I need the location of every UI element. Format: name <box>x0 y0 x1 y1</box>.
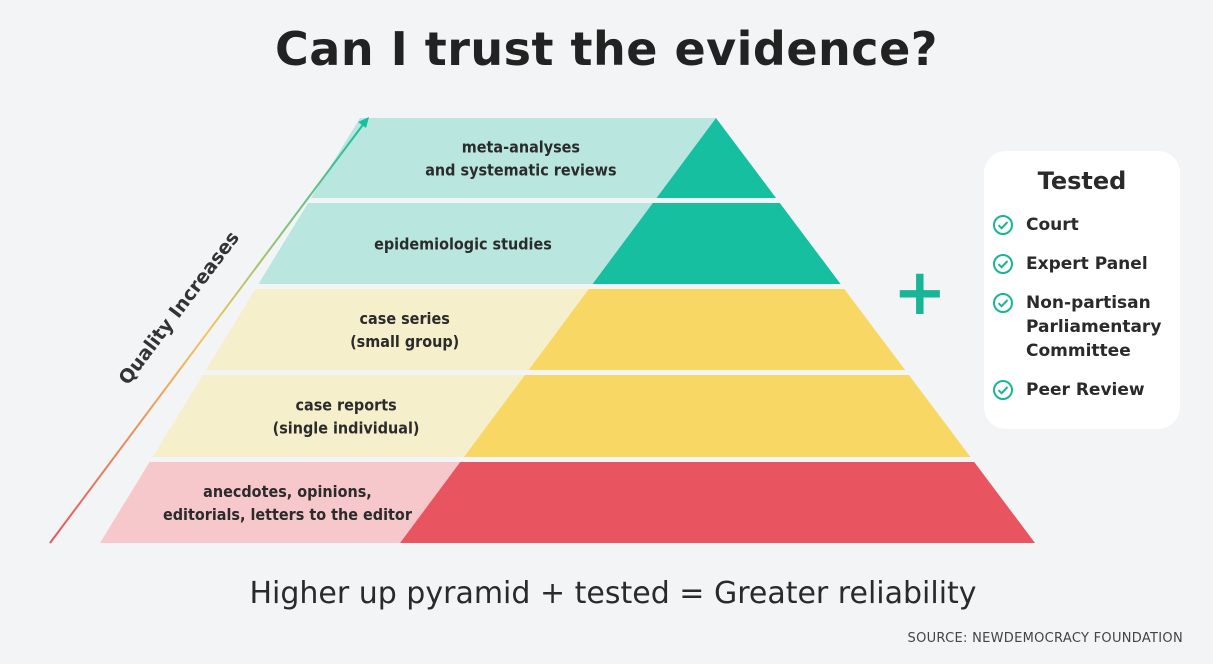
plus-sign: + <box>893 256 947 330</box>
pyramid-level-1-light <box>311 118 716 198</box>
check-circle-icon <box>993 293 1013 313</box>
pyramid-level-4-light <box>152 375 525 457</box>
pyramid-level-3-light <box>205 289 589 370</box>
tested-item-peer-review: Peer Review <box>992 378 1176 402</box>
pyramid-level-2-light <box>258 203 653 284</box>
check-circle-icon <box>993 380 1013 400</box>
pyramid-level-1-label: and systematic reviews <box>425 161 616 180</box>
tested-item-label: Court <box>1026 215 1079 235</box>
quality-arrow-head <box>358 117 369 128</box>
pyramid-level-5-label: anecdotes, opinions, <box>203 482 372 501</box>
tested-item-parliamentary-committee: Non-partisan Parliamentary Committee <box>992 291 1176 363</box>
pyramid-level-4-label: case reports <box>295 396 396 415</box>
pyramid-level-2-label: epidemiologic studies <box>374 235 552 254</box>
check-circle-icon <box>993 254 1013 274</box>
tested-item-label: Non-partisan Parliamentary Committee <box>1026 293 1162 361</box>
pyramid-level-5-dark <box>400 462 1035 543</box>
pyramid-level-1-dark <box>656 118 777 198</box>
pyramid-level-1-label: meta-analyses <box>462 138 580 157</box>
pyramid-level-4-label: (single individual) <box>273 419 420 438</box>
tested-panel: Tested Court Expert Panel Non-partisan P… <box>984 151 1180 429</box>
tagline: Higher up pyramid + tested = Greater rel… <box>249 576 977 611</box>
pyramid-level-5-label: editorials, letters to the editor <box>163 505 413 524</box>
pyramid-level-3-label: case series <box>360 309 450 328</box>
pyramid-level-2-dark <box>592 203 841 284</box>
tested-item-label: Peer Review <box>1026 380 1145 400</box>
page-title: Can I trust the evidence? <box>275 22 938 76</box>
tested-item-label: Expert Panel <box>1026 254 1148 274</box>
pyramid-level-3-dark <box>528 289 906 370</box>
pyramid-level-5-light <box>100 462 461 543</box>
tested-title: Tested <box>1037 167 1127 195</box>
source-credit: SOURCE: NEWDEMOCRACY FOUNDATION <box>907 631 1183 646</box>
tested-item-expert-panel: Expert Panel <box>992 252 1176 276</box>
pyramid-level-4-dark <box>463 375 971 457</box>
check-circle-icon <box>993 215 1013 235</box>
quality-arrow <box>49 121 366 544</box>
tested-item-court: Court <box>992 213 1176 237</box>
pyramid-level-3-label: (small group) <box>350 332 459 351</box>
